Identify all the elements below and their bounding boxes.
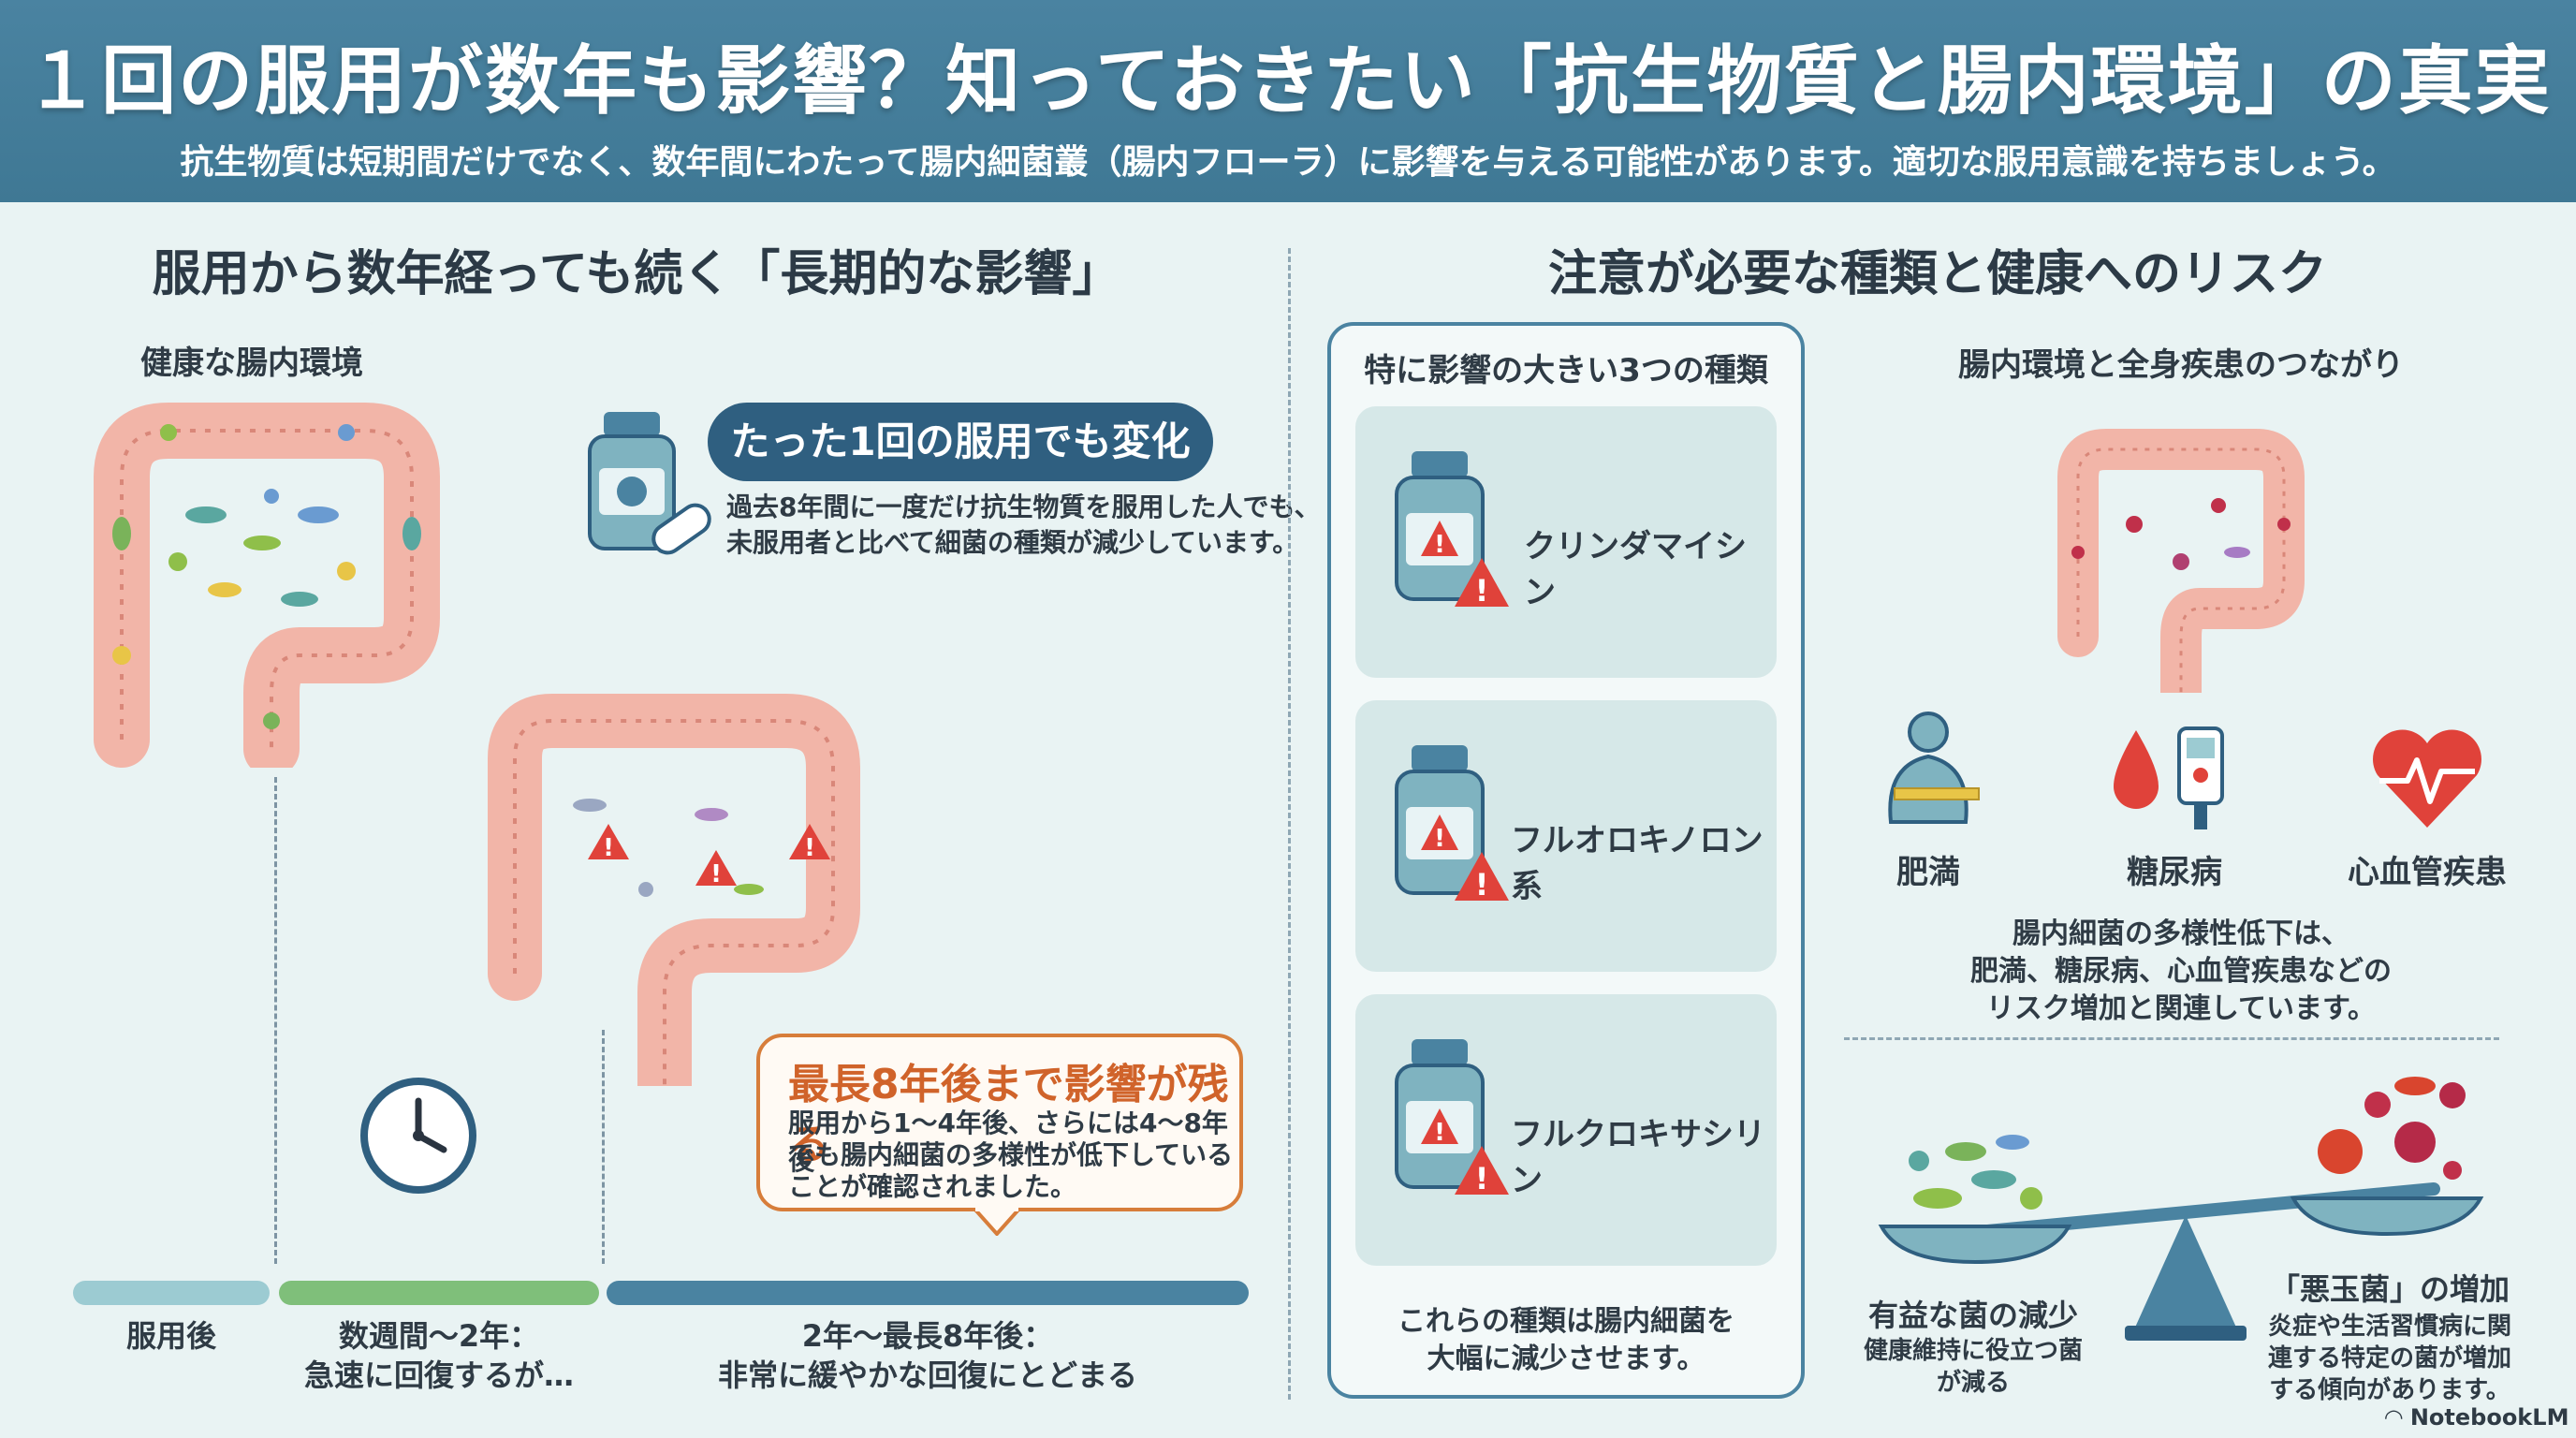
medicine-bottle-icon: ! ! xyxy=(1395,1039,1509,1196)
timeline-connector-2 xyxy=(602,1030,605,1264)
callout-title: 最長8年後まで影響が残る xyxy=(788,1061,1229,1168)
bad-bacteria xyxy=(2318,1077,2466,1180)
reduced-bacteria xyxy=(573,799,764,897)
timeline-phase1-bar xyxy=(73,1281,270,1305)
healthy-label: 健康な腸内環境 xyxy=(140,345,363,382)
timeline-phase2-line1: 数週間〜2年： xyxy=(338,1318,540,1354)
warning-icon xyxy=(1455,1146,1509,1195)
svg-text:!: ! xyxy=(1475,1161,1489,1196)
warning-icon: ! xyxy=(695,850,737,888)
brand-name: NotebookLM xyxy=(2409,1404,2569,1431)
timeline-connector-1 xyxy=(274,777,277,1264)
warning-icon: ! xyxy=(789,824,830,862)
balance-scale-illustration xyxy=(1878,1077,2484,1341)
clock-icon xyxy=(360,1078,476,1194)
connection-note-line3: リスク増加と関連しています。 xyxy=(1985,992,2377,1025)
svg-text:!: ! xyxy=(1434,825,1445,853)
svg-text:!: ! xyxy=(804,834,815,862)
page-title: １回の服用が数年も影響？知っておきたい「抗生物質と腸内環境」の真実 xyxy=(24,37,2552,125)
type-name: クリンダマイシン xyxy=(1524,528,1747,611)
healthy-intestine-illustration xyxy=(94,403,440,768)
types-footer-line1: これらの種類は腸内細菌を xyxy=(1398,1305,1734,1338)
healthy-bacteria xyxy=(112,424,421,729)
disease-obesity: 肥満 xyxy=(1896,854,1960,891)
connection-note-line2: 肥満、糖尿病、心血管疾患などの xyxy=(1970,955,2392,988)
header-banner: １回の服用が数年も影響？知っておきたい「抗生物質と腸内環境」の真実 抗生物質は短… xyxy=(0,0,2576,202)
damaged-intestine-illustration: ! ! ! xyxy=(488,694,860,1086)
section-divider xyxy=(1288,248,1291,1400)
callout-line2: でも腸内細菌の多様性が低下している xyxy=(788,1139,1234,1170)
good-bacteria-line1: 健康維持に役立つ菌 xyxy=(1863,1337,2083,1365)
good-bacteria-title: 有益な菌の減少 xyxy=(1867,1298,2078,1333)
single-dose-pill: たった1回の服用でも変化 xyxy=(708,403,1213,481)
bad-bacteria-line3: する傾向があります。 xyxy=(2269,1376,2510,1404)
type-name: フルオロキノロン系 xyxy=(1511,822,1764,905)
diabetes-icon xyxy=(2114,726,2224,829)
notebooklm-icon: ◠ xyxy=(2385,1404,2403,1431)
inflamed-intestine-illustration xyxy=(2057,429,2305,693)
single-dose-line1: 過去8年間に一度だけ抗生物質を服用した人でも、 xyxy=(726,492,1321,522)
svg-text:!: ! xyxy=(1434,531,1445,559)
bad-bacteria-line2: 連する特定の菌が増加 xyxy=(2267,1344,2511,1372)
warning-icon: ! xyxy=(588,824,629,862)
timeline-phase1-label: 服用後 xyxy=(125,1318,216,1354)
types-heading: 特に影響の大きい3つの種類 xyxy=(1364,352,1768,389)
svg-text:!: ! xyxy=(603,834,614,862)
timeline-phase3-line2: 非常に緩やかな回復にとどまる xyxy=(717,1357,1137,1393)
timeline-phase2-bar xyxy=(279,1281,599,1305)
left-section-title: 服用から数年経っても続く「長期的な影響」 xyxy=(152,246,1121,302)
timeline-phase3-line1: 2年〜最長8年後： xyxy=(801,1318,1054,1354)
timeline-phase3-bar xyxy=(607,1281,1249,1305)
right-section-title: 注意が必要な種類と健康へのリスク xyxy=(1547,246,2327,302)
heart-icon xyxy=(2373,729,2481,828)
callout-line3: ことが確認されました。 xyxy=(788,1171,1077,1202)
medicine-bottle-icon xyxy=(588,412,711,555)
good-bacteria xyxy=(1909,1135,2042,1210)
bad-bacteria xyxy=(2071,498,2291,570)
disease-cardiovascular: 心血管疾患 xyxy=(2348,854,2507,891)
bad-bacteria-title: 「悪玉菌」の増加 xyxy=(2269,1271,2510,1307)
bad-bacteria-line1: 炎症や生活習慣病に関 xyxy=(2267,1313,2511,1341)
warning-icon xyxy=(1455,558,1509,607)
svg-text:!: ! xyxy=(1475,867,1489,902)
disease-diabetes: 糖尿病 xyxy=(2127,854,2222,891)
type-card-flucloxacillin: ! ! フルクロキサシリン xyxy=(1355,994,1777,1266)
svg-text:!: ! xyxy=(1434,1119,1445,1147)
type-card-fluoroquinolone: ! ! フルオロキノロン系 xyxy=(1355,700,1777,972)
types-footer-line2: 大幅に減少させます。 xyxy=(1427,1343,1705,1375)
connection-heading: 腸内環境と全身疾患のつながり xyxy=(1958,346,2404,384)
timeline-phase2-line2: 急速に回復するが… xyxy=(303,1357,574,1393)
page-subtitle: 抗生物質は短期間だけでなく、数年間にわたって腸内細菌叢（腸内フローラ）に影響を与… xyxy=(180,143,2396,182)
single-dose-line2: 未服用者と比べて細菌の種類が減少しています。 xyxy=(726,527,1299,558)
callout-pointer xyxy=(973,1208,1020,1236)
obesity-icon xyxy=(1888,712,1980,824)
right-divider xyxy=(1844,1037,2499,1040)
connection-note-line1: 腸内細菌の多様性低下は、 xyxy=(2012,917,2349,950)
svg-text:!: ! xyxy=(1475,573,1489,609)
callout-line1: 服用から1〜4年後、さらには4〜8年後 xyxy=(788,1108,1228,1176)
medicine-bottle-icon: ! ! xyxy=(1395,745,1509,902)
svg-text:!: ! xyxy=(710,860,722,888)
brand-logo: ◠ NotebookLM xyxy=(2385,1404,2569,1431)
type-name: フルクロキサシリン xyxy=(1511,1116,1765,1199)
medicine-bottle-icon: ! ! xyxy=(1395,451,1509,609)
type-card-clindamycin: ! ! クリンダマイシン xyxy=(1355,406,1777,678)
warning-icon xyxy=(1455,852,1509,901)
good-bacteria-line2: が減る xyxy=(1936,1369,2010,1397)
long-term-callout: 最長8年後まで影響が残る 服用から1〜4年後、さらには4〜8年後 でも腸内細菌の… xyxy=(756,1034,1243,1211)
